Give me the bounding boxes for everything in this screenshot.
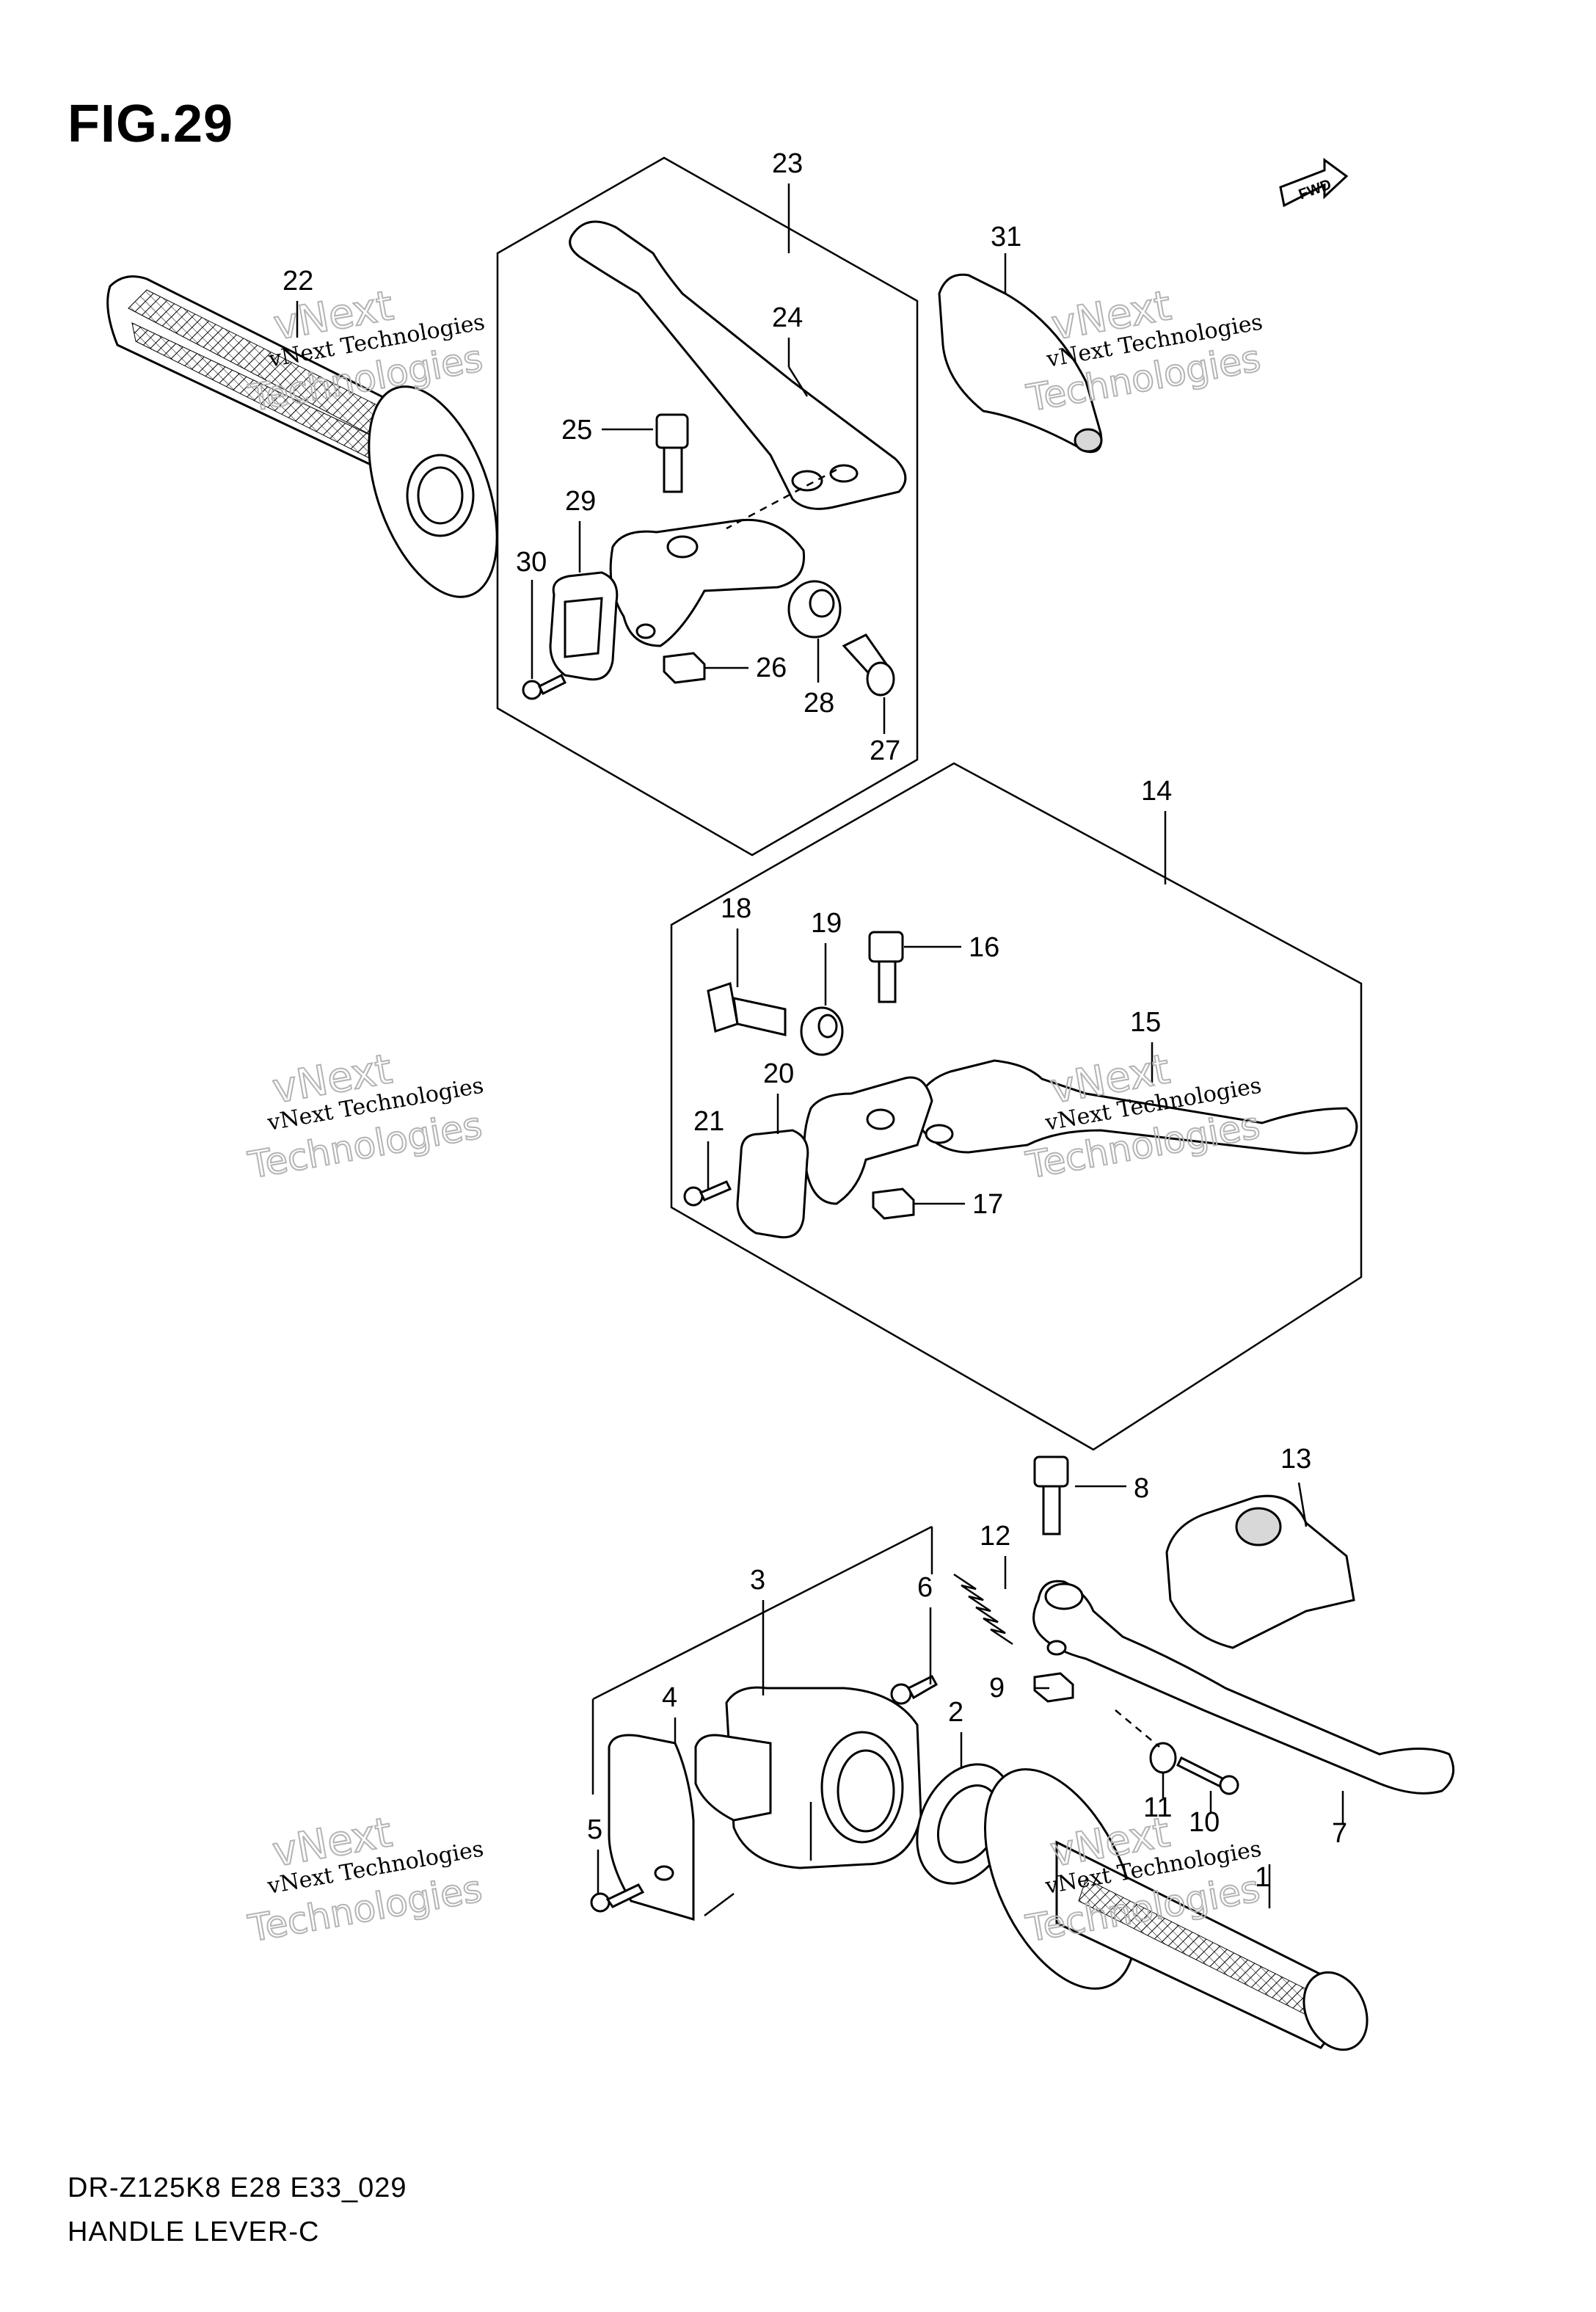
callout-25: 25 (561, 415, 592, 446)
callout-4: 4 (662, 1682, 677, 1713)
nut-11 (1149, 1742, 1177, 1774)
group-box-23 (496, 156, 919, 857)
callout-6: 6 (917, 1572, 933, 1603)
callout-3: 3 (750, 1565, 765, 1596)
callout-8: 8 (1134, 1473, 1149, 1504)
callout-30: 30 (516, 547, 547, 578)
pivot-bolt-8 (1033, 1455, 1069, 1535)
callout-28: 28 (804, 688, 834, 719)
nut-26 (663, 652, 706, 684)
watermark-bottom-left: vNext vNext Technologies Technologies (244, 1808, 486, 1951)
callout-7: 7 (1332, 1818, 1347, 1849)
callout-11: 11 (1143, 1792, 1172, 1823)
brake-lever-7 (1032, 1579, 1455, 1795)
callout-16: 16 (969, 932, 999, 963)
figure-caption: HANDLE LEVER-C (68, 2217, 320, 2247)
callout-5: 5 (587, 1814, 602, 1845)
nut-9 (1033, 1672, 1074, 1703)
callout-labels: 1 2 3 4 5 6 7 8 9 10 11 12 13 14 15 16 1… (283, 148, 1347, 1893)
left-grip-22 (106, 275, 498, 598)
clamp-21 (736, 1129, 809, 1239)
callout-2: 2 (948, 1697, 963, 1728)
block-4 (694, 1734, 772, 1822)
lever-cover-13 (1165, 1494, 1355, 1649)
clamp-30 (549, 571, 619, 681)
screw-21 (683, 1180, 732, 1207)
plate-5 (608, 1734, 695, 1922)
callout-22: 22 (283, 266, 313, 297)
callout-9: 9 (989, 1673, 1005, 1704)
callout-17: 17 (972, 1189, 1003, 1220)
nut-17 (872, 1188, 915, 1220)
right-grip-1 (983, 1768, 1369, 2051)
callout-13: 13 (1280, 1444, 1311, 1475)
forward-arrow-icon: FWD (1279, 158, 1349, 208)
callout-23: 23 (772, 148, 803, 179)
switch-housing-3 (725, 1686, 922, 1869)
adjuster-18 (707, 982, 787, 1036)
pivot-bolt-25 (655, 413, 689, 493)
callout-20: 20 (763, 1058, 794, 1089)
screw-5 (590, 1883, 645, 1913)
adjuster-27 (842, 633, 895, 697)
callout-1: 1 (1255, 1862, 1270, 1893)
callout-27: 27 (870, 735, 900, 766)
pivot-bolt-16 (868, 931, 904, 1003)
spring-12 (953, 1573, 1013, 1646)
figure-title: FIG.29 (68, 95, 234, 153)
locknut-28 (787, 580, 842, 639)
callout-26: 26 (756, 652, 787, 683)
model-code: DR-Z125K8 E28 E33_029 (68, 2173, 407, 2203)
callout-14: 14 (1141, 776, 1172, 807)
callout-10: 10 (1189, 1807, 1220, 1838)
brake-lever-15 (912, 1059, 1358, 1155)
callout-29: 29 (565, 486, 596, 517)
screw-30 (522, 673, 567, 700)
group-box-14 (670, 762, 1363, 1451)
bolt-10 (1176, 1756, 1239, 1795)
callout-19: 19 (811, 908, 842, 939)
watermark-mid-left: vNext vNext Technologies Technologies (244, 1044, 486, 1188)
screw-6 (890, 1675, 939, 1705)
clutch-lever-24 (569, 220, 907, 510)
lever-bracket-20 (803, 1076, 933, 1205)
callout-12: 12 (980, 1521, 1010, 1552)
callout-18: 18 (721, 893, 751, 924)
leader-lines (296, 183, 1344, 1916)
callout-31: 31 (991, 222, 1021, 252)
callout-24: 24 (772, 302, 803, 333)
callout-21: 21 (693, 1106, 724, 1137)
callout-15: 15 (1130, 1007, 1161, 1038)
locknut-19 (800, 1006, 844, 1056)
lever-bracket-29 (609, 518, 806, 647)
